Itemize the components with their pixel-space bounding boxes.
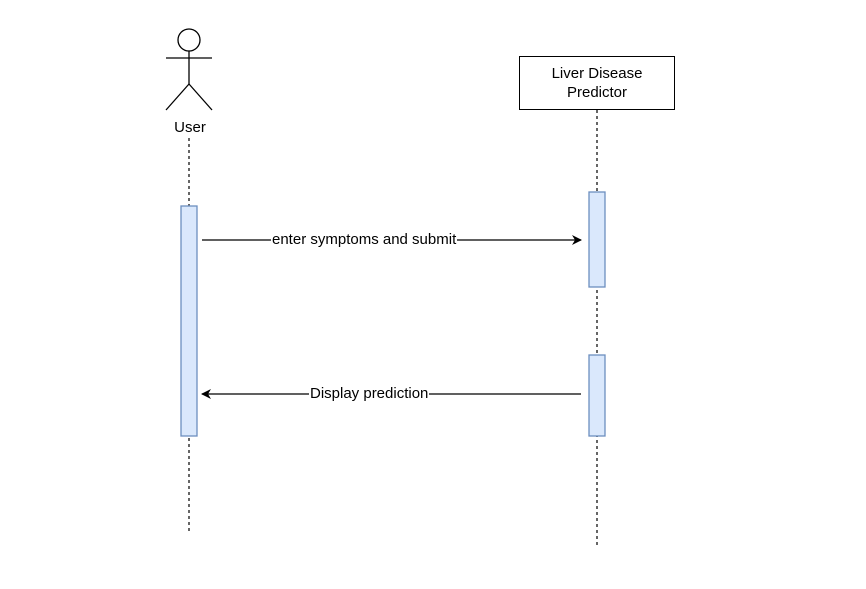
predictor-activation-bar-2 — [588, 354, 606, 437]
participant-box-predictor: Liver Disease Predictor — [519, 56, 675, 110]
participant-name-line2: Predictor — [566, 84, 628, 101]
user-actor-label: User — [174, 119, 206, 136]
message-label-display: Display prediction — [309, 385, 430, 403]
message-label-submit: enter symptoms and submit — [271, 231, 458, 249]
user-actor-icon — [165, 28, 213, 111]
participant-name-line1: Liver Disease — [551, 65, 643, 82]
predictor-activation-bar-1 — [588, 191, 606, 288]
user-activation-bar — [180, 205, 198, 437]
